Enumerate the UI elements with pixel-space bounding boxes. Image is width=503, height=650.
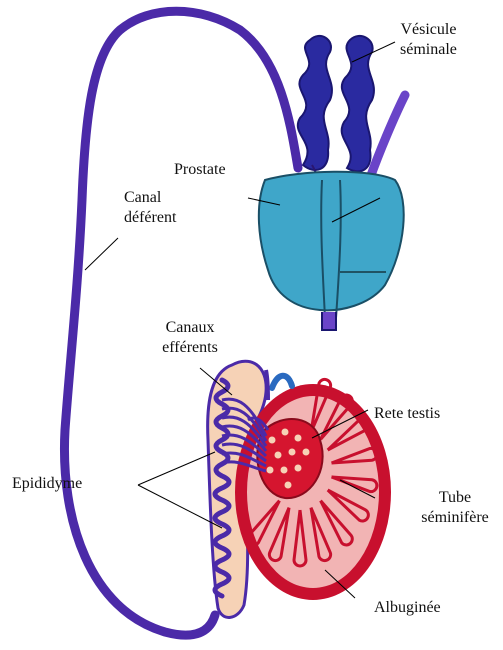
testis-top-vessel <box>272 376 292 388</box>
prostate-body <box>259 172 404 311</box>
label-albuginee: Albuginée <box>374 598 441 618</box>
label-prostate: Prostate <box>174 160 226 180</box>
rete-testis-hole <box>282 429 289 436</box>
rete-testis-hole <box>295 465 302 472</box>
label-vesicule-seminale: Vésicule séminale <box>400 20 457 60</box>
label-epididyme: Epididyme <box>12 474 82 494</box>
rete-testis-hole <box>269 437 276 444</box>
label-tube-seminifere: Tube séminifère <box>408 488 502 528</box>
rete-testis-hole <box>267 467 274 474</box>
label-canaux-line1: Canaux <box>140 318 240 338</box>
label-vesicule-line1: Vésicule <box>400 20 457 40</box>
rete-testis-hole <box>281 467 288 474</box>
leader-canal <box>85 238 118 270</box>
leader-epididyme-1 <box>138 452 215 485</box>
prostate <box>259 172 404 330</box>
rete-testis-hole <box>303 449 310 456</box>
label-canal-line1: Canal <box>124 188 176 208</box>
label-vesicule-line2: séminale <box>400 40 457 60</box>
label-tube-line2: séminifère <box>408 508 502 528</box>
rete-testis-hole <box>275 452 282 459</box>
rete-testis-hole <box>289 449 296 456</box>
rete-testis-hole <box>285 482 292 489</box>
label-canal-deferent: Canal déférent <box>124 188 176 228</box>
label-canaux-line2: efférents <box>140 338 240 358</box>
label-canal-line2: déférent <box>124 208 176 228</box>
seminal-vesicle-right <box>342 36 374 172</box>
label-canaux-efferents: Canaux efférents <box>140 318 240 358</box>
vas-deferens-right-stub <box>370 95 405 178</box>
label-tube-line1: Tube <box>408 488 502 508</box>
epididymis-head-link <box>266 370 268 400</box>
label-rete-testis: Rete testis <box>374 404 440 424</box>
rete-testis-hole <box>295 435 302 442</box>
prostate-urethra-exit <box>322 312 336 330</box>
seminal-vesicle-left <box>298 36 332 170</box>
